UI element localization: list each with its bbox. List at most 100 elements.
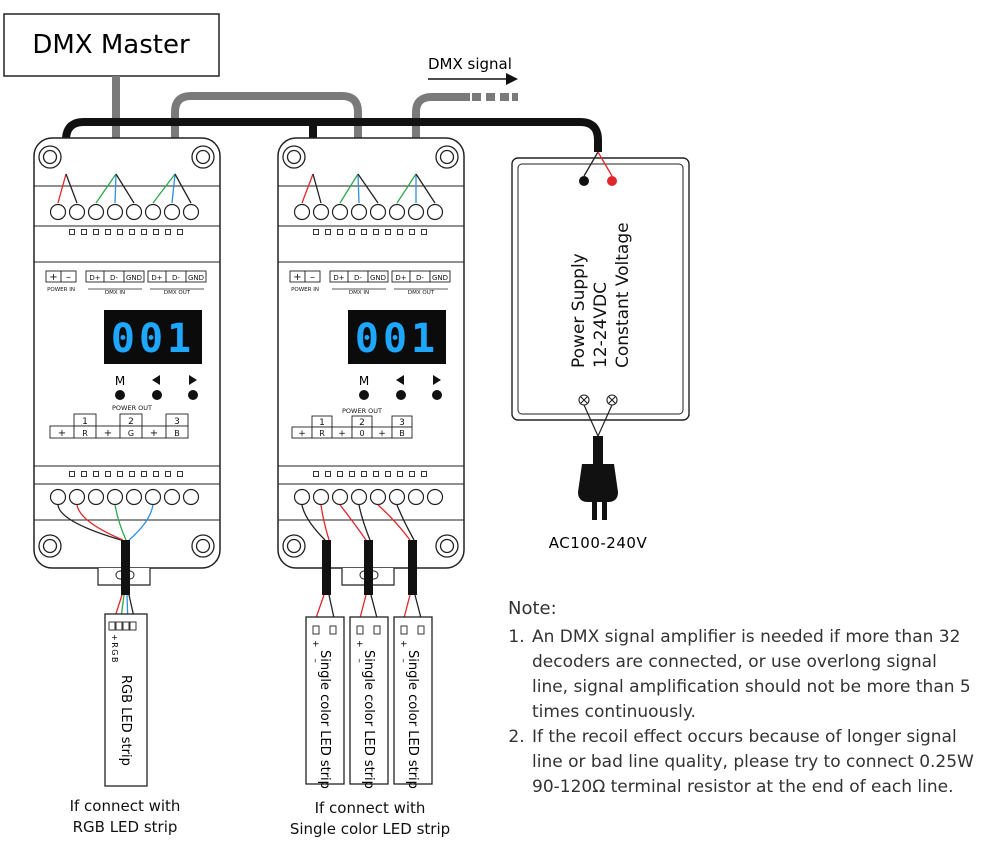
button-m[interactable]: [115, 390, 125, 400]
ac-voltage-label: AC100-240V: [549, 534, 648, 552]
mounting-hole-icon: [191, 534, 215, 558]
single-color-led-strip-3: + – Single color LED strip: [393, 616, 433, 789]
svg-text:+: +: [150, 428, 158, 439]
mounting-hole-icon: [282, 534, 306, 558]
note-item: If the recoil effect occurs because of l…: [530, 725, 978, 800]
svg-text:–: –: [310, 272, 315, 283]
single-caption: If connect with Single color LED strip: [289, 799, 451, 838]
single-strip-label: Single color LED strip: [361, 650, 376, 789]
svg-text:+: +: [298, 429, 306, 439]
note-item: An DMX signal amplifier is needed if mor…: [530, 625, 978, 725]
svg-text:+: +: [49, 272, 57, 283]
rgb-pin-labels: +RGB: [110, 634, 119, 664]
power-supply-line3: Constant Voltage: [613, 222, 633, 368]
svg-text:D+: D+: [151, 274, 162, 282]
svg-text:DMX OUT: DMX OUT: [164, 290, 191, 296]
mounting-hole-icon: [282, 145, 306, 169]
svg-text:DMX OUT: DMX OUT: [408, 290, 435, 296]
terminal-positive: [607, 176, 617, 186]
svg-text:G: G: [128, 429, 134, 438]
svg-text:B: B: [399, 429, 405, 438]
triangle-left-icon: [152, 375, 160, 385]
svg-text:+ –: + –: [310, 640, 320, 667]
svg-text:POWER OUT: POWER OUT: [342, 407, 382, 415]
dmx-master-label: DMX Master: [32, 30, 190, 60]
svg-text:D-: D-: [416, 274, 424, 282]
decoder-2: + – D+ D- GND D+ D- GND POWER IN DMX IN …: [277, 137, 465, 586]
svg-text:D-: D-: [110, 274, 118, 282]
single-strip-label: Single color LED strip: [317, 650, 332, 789]
single-color-led-strip-1: + – Single color LED strip: [305, 616, 345, 789]
svg-text:D+: D+: [395, 274, 406, 282]
svg-text:POWER IN: POWER IN: [47, 287, 75, 293]
svg-text:POWER OUT: POWER OUT: [112, 404, 152, 412]
mounting-hole-icon: [38, 534, 62, 558]
led-display: [104, 310, 202, 364]
button-left[interactable]: [152, 390, 162, 400]
single-strip-label: Single color LED strip: [405, 650, 420, 789]
svg-text:+: +: [338, 429, 346, 439]
svg-text:D+: D+: [89, 274, 100, 282]
svg-text:M: M: [115, 374, 125, 388]
rgb-led-strip: +RGB RGB LED strip: [104, 613, 148, 787]
svg-text:+ –: + –: [354, 640, 364, 667]
button-left[interactable]: [396, 390, 406, 400]
power-cable-main: [62, 118, 602, 174]
power-supply-line2: 12-24VDC: [591, 282, 611, 368]
note-title: Note:: [508, 598, 557, 619]
arrow-right-icon: [506, 73, 518, 85]
ac-terminal-icon: [578, 394, 618, 406]
note-list: An DMX signal amplifier is needed if mor…: [508, 625, 978, 800]
svg-text:GND: GND: [126, 274, 142, 282]
svg-text:+: +: [58, 428, 66, 439]
note-block: Note: An DMX signal amplifier is needed …: [508, 596, 978, 800]
triangle-right-icon: [189, 375, 197, 385]
svg-text:M: M: [359, 374, 369, 388]
single-color-cables: [322, 540, 417, 595]
svg-text:D-: D-: [354, 274, 362, 282]
svg-text:+: +: [104, 428, 112, 439]
dmx-signal-label: DMX signal: [428, 55, 512, 73]
triangle-left-icon: [396, 375, 404, 385]
button-m[interactable]: [359, 390, 369, 400]
svg-text:GND: GND: [188, 274, 204, 282]
svg-text:D+: D+: [333, 274, 344, 282]
svg-text:POWER IN: POWER IN: [291, 287, 319, 293]
dmx-master-box: [3, 13, 220, 77]
svg-text:1: 1: [82, 417, 88, 427]
svg-text:0: 0: [359, 429, 364, 438]
button-right[interactable]: [188, 390, 198, 400]
triangle-right-icon: [433, 375, 441, 385]
svg-text:R: R: [82, 429, 88, 438]
led-display: [348, 310, 446, 364]
svg-text:B: B: [174, 429, 180, 438]
decoder-1: + – D+ D- GND D+ D- GND POWER IN DMX IN …: [33, 137, 221, 586]
svg-text:+ –: + –: [398, 640, 408, 667]
svg-text:2: 2: [128, 417, 134, 427]
power-plug-icon: [578, 436, 618, 520]
dashed-signal-extension: [472, 93, 518, 101]
svg-text:R: R: [319, 429, 325, 438]
mounting-hole-icon: [435, 145, 459, 169]
svg-text:–: –: [66, 272, 71, 283]
terminal-negative: [579, 176, 589, 186]
mounting-hole-icon: [191, 145, 215, 169]
rgb-caption: If connect with RGB LED strip: [69, 797, 181, 836]
svg-text:3: 3: [174, 417, 180, 427]
mounting-hole-icon: [435, 534, 459, 558]
svg-text:+: +: [378, 429, 386, 439]
svg-text:DMX IN: DMX IN: [105, 290, 125, 296]
button-right[interactable]: [432, 390, 442, 400]
rgb-cable: [121, 540, 130, 595]
mounting-hole-icon: [38, 145, 62, 169]
svg-text:GND: GND: [432, 274, 448, 282]
svg-text:2: 2: [359, 418, 365, 428]
single-color-led-strip-2: + – Single color LED strip: [349, 616, 389, 789]
display-value: 001: [355, 316, 439, 362]
svg-text:DMX IN: DMX IN: [349, 290, 369, 296]
power-supply-line1: Power Supply: [569, 253, 589, 368]
svg-text:3: 3: [399, 418, 405, 428]
display-value: 001: [111, 316, 195, 362]
svg-text:+: +: [293, 272, 301, 283]
svg-text:GND: GND: [370, 274, 386, 282]
